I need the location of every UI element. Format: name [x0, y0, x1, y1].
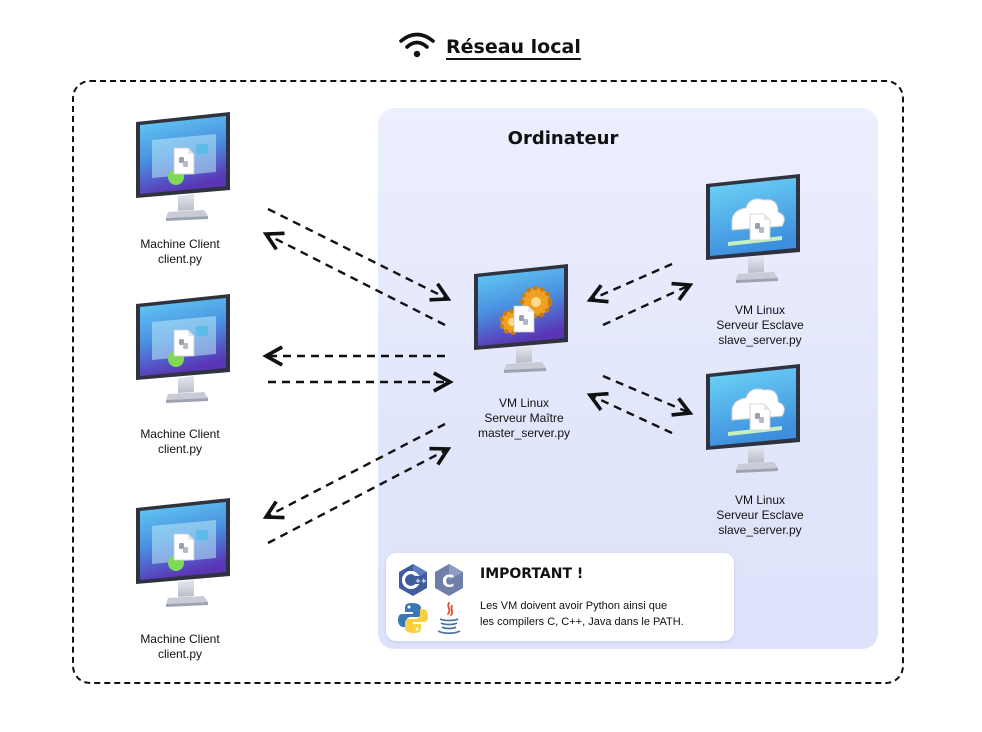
important-title: IMPORTANT ! [480, 566, 584, 582]
arrow-master-to-slave1 [602, 285, 690, 327]
slave-caption-1: VM Linux Serveur Esclave slave_server.py [680, 303, 840, 348]
important-line-2: les compilers C, C++, Java dans le PATH. [480, 616, 684, 628]
java-icon [432, 601, 466, 635]
c-icon: C [432, 563, 466, 597]
master-file-label: master_server.py [477, 426, 571, 440]
master-caption: VM Linux Serveur Maître master_server.py [444, 396, 604, 441]
important-text: Les VM doivent avoir Python ainsi que le… [480, 598, 740, 630]
client-2-file: client.py [157, 442, 203, 456]
client-caption-2: Machine Client client.py [100, 427, 260, 457]
client-1-label: Machine Client [140, 237, 220, 251]
computer-panel-title: Ordinateur [507, 128, 619, 149]
slave-2-file-label: slave_server.py [718, 523, 802, 537]
client-monitor-3 [132, 496, 242, 614]
slave-1-vm-label: VM Linux [734, 303, 786, 317]
svg-text:++: ++ [415, 577, 427, 585]
client-2-label: Machine Client [140, 427, 220, 441]
client-monitor-1 [132, 110, 242, 228]
slave-2-role-label: Serveur Esclave [716, 508, 804, 522]
slave-monitor-2 [702, 362, 812, 480]
client-3-label: Machine Client [140, 632, 220, 646]
client-monitor-2 [132, 292, 242, 410]
client-caption-1: Machine Client client.py [100, 237, 260, 267]
arrow-master-to-client3 [266, 422, 446, 517]
arrow-master-to-slave2 [602, 374, 690, 413]
svg-text:C: C [442, 572, 454, 592]
client-caption-3: Machine Client client.py [100, 632, 260, 662]
slave-2-vm-label: VM Linux [734, 493, 786, 507]
python-icon [396, 601, 430, 635]
wifi-icon [398, 30, 436, 65]
arrow-client3-to-master [267, 449, 448, 545]
cpp-icon: ++ [396, 563, 430, 597]
arrow-client1-to-master [267, 207, 448, 299]
network-title: Réseau local [398, 30, 581, 64]
arrow-slave1-to-master [590, 262, 673, 300]
arrow-slave2-to-master [590, 395, 673, 435]
network-title-text: Réseau local [446, 36, 581, 58]
master-role-label: Serveur Maître [484, 411, 564, 425]
master-monitor [470, 262, 580, 380]
slave-caption-2: VM Linux Serveur Esclave slave_server.py [680, 493, 840, 538]
slave-1-file-label: slave_server.py [718, 333, 802, 347]
slave-1-role-label: Serveur Esclave [716, 318, 804, 332]
important-line-1: Les VM doivent avoir Python ainsi que [480, 600, 668, 612]
master-vm-label: VM Linux [498, 396, 550, 410]
arrow-master-to-client1 [266, 234, 446, 327]
client-1-file: client.py [157, 252, 203, 266]
slave-monitor-1 [702, 172, 812, 290]
local-network-boundary [72, 80, 904, 684]
client-3-file: client.py [157, 647, 203, 661]
